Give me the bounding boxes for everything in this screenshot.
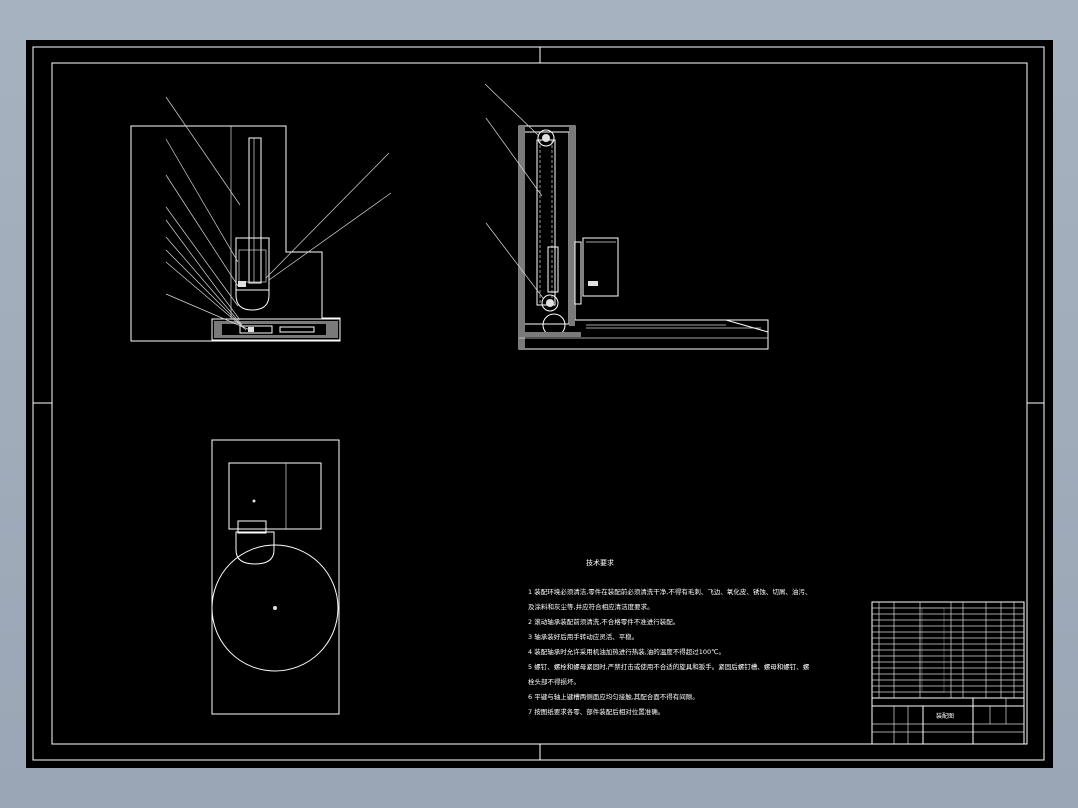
tech-req-line-6: 5 螺钉、螺栓和螺母紧固时,严禁打击或使用不合适的旋具和扳手。紧固后螺钉槽、螺母… (528, 662, 810, 671)
tech-req-line-3: 2 滚动轴承装配前须清洗,不合格零件不准进行装配。 (528, 617, 679, 626)
tech-req-title: 技术要求 (586, 558, 614, 567)
front-view (130, 96, 392, 342)
inner-frame (51, 62, 1028, 745)
cad-drawing: 技术要求 1 装配环境必须清洁,零件在装配前必须清洗干净,不得有毛刺、飞边、氧化… (32, 46, 1045, 761)
tech-req-line-4: 3 轴承装好后用手转动应灵活、平稳。 (528, 632, 638, 641)
tech-req-line-2: 及涂料和灰尘等,并应符合相应清洁度要求。 (528, 602, 654, 611)
drawing-name: 装配图 (936, 712, 954, 720)
side-view (484, 83, 769, 350)
cad-viewport[interactable]: 技术要求 1 装配环境必须清洁,零件在装配前必须清洗干净,不得有毛刺、飞边、氧化… (26, 40, 1053, 768)
tech-req-line-9: 7 按图纸要求各零、部件装配后相对位置准确。 (528, 707, 664, 716)
tech-req-line-1: 1 装配环境必须清洁,零件在装配前必须清洗干净,不得有毛刺、飞边、氧化皮、锈蚀、… (528, 587, 811, 596)
tech-req-line-7: 栓头部不得损坏。 (528, 677, 580, 686)
tech-req-line-5: 4 装配轴承时允许采用机油加热进行热装,油的温度不得超过100℃。 (528, 647, 725, 656)
top-view (211, 439, 340, 715)
title-block (871, 601, 1025, 745)
tech-req-line-8: 6 平键与轴上键槽两侧面应均匀接触,其配合面不得有间隙。 (528, 692, 699, 701)
tech-requirements: 技术要求 1 装配环境必须清洁,零件在装配前必须清洗干净,不得有毛刺、飞边、氧化… (528, 558, 811, 716)
